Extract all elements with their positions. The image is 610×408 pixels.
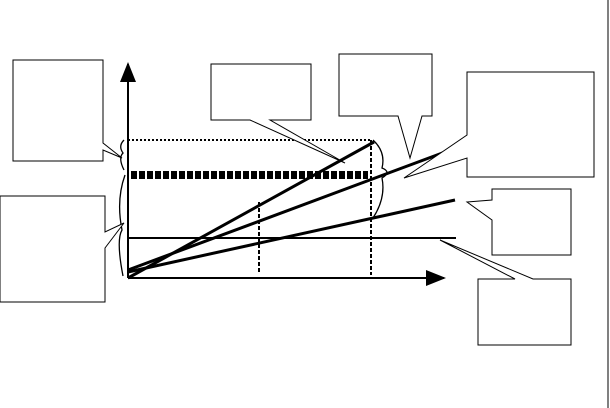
- callout-bottom-right: [439, 239, 572, 346]
- left-lower-brace: [118, 174, 126, 277]
- shallow-line: [127, 198, 456, 274]
- medium-line: [127, 150, 446, 272]
- callout-top-left: [12, 59, 123, 162]
- callout-right-middle: [465, 188, 572, 256]
- callout-bottom-left: [0, 195, 125, 303]
- callout-top-right-small: [338, 53, 433, 160]
- callout-right-large: [403, 71, 595, 179]
- right-brace: [372, 139, 388, 219]
- left-upper-brace: [120, 139, 125, 171]
- callout-top-middle: [210, 63, 346, 164]
